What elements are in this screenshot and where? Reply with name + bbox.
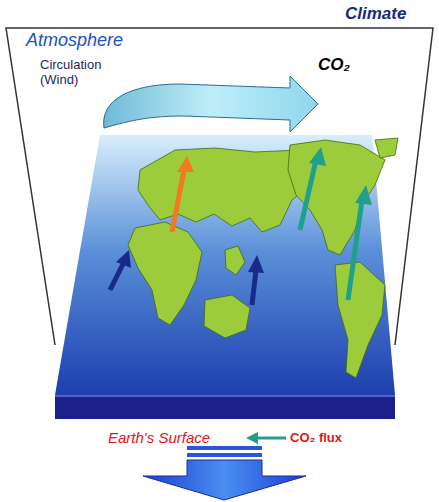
down-arrow-stripe: [187, 446, 262, 450]
arrow-label: Circulation (Wind): [40, 58, 118, 88]
flux-legend-arrowhead: [246, 432, 258, 444]
flux-arrow: [110, 262, 124, 290]
earth-slab: [55, 395, 395, 419]
greenland: [375, 138, 398, 158]
continents: [128, 138, 398, 378]
flux-arrow: [252, 270, 256, 305]
earth-plane: [55, 135, 395, 395]
flux-arrowhead: [355, 185, 372, 205]
circulation-arrow: [104, 76, 318, 132]
north-america: [288, 140, 385, 255]
down-arrow: [143, 460, 306, 500]
flux-arrow: [300, 160, 316, 230]
islands: [225, 246, 245, 275]
flux-arrowhead: [177, 156, 194, 172]
flux-arrow: [172, 170, 184, 232]
surface-label: Earth's Surface: [108, 429, 210, 446]
flux-arrowhead: [248, 255, 264, 273]
flux-label: CO₂ flux: [290, 431, 342, 446]
south-america: [335, 262, 385, 378]
flux-arrowhead: [116, 250, 131, 268]
africa: [128, 222, 202, 325]
gas-label: CO₂: [318, 55, 350, 75]
flux-legend-arrow: [256, 437, 286, 440]
slab-edge: [55, 395, 395, 397]
frame-title: Climate: [345, 4, 406, 24]
australia: [204, 295, 250, 338]
flux-arrowhead: [309, 147, 326, 166]
region-label: Atmosphere: [26, 30, 123, 51]
down-arrow-stripe: [187, 453, 262, 457]
flux-arrow: [348, 200, 362, 300]
